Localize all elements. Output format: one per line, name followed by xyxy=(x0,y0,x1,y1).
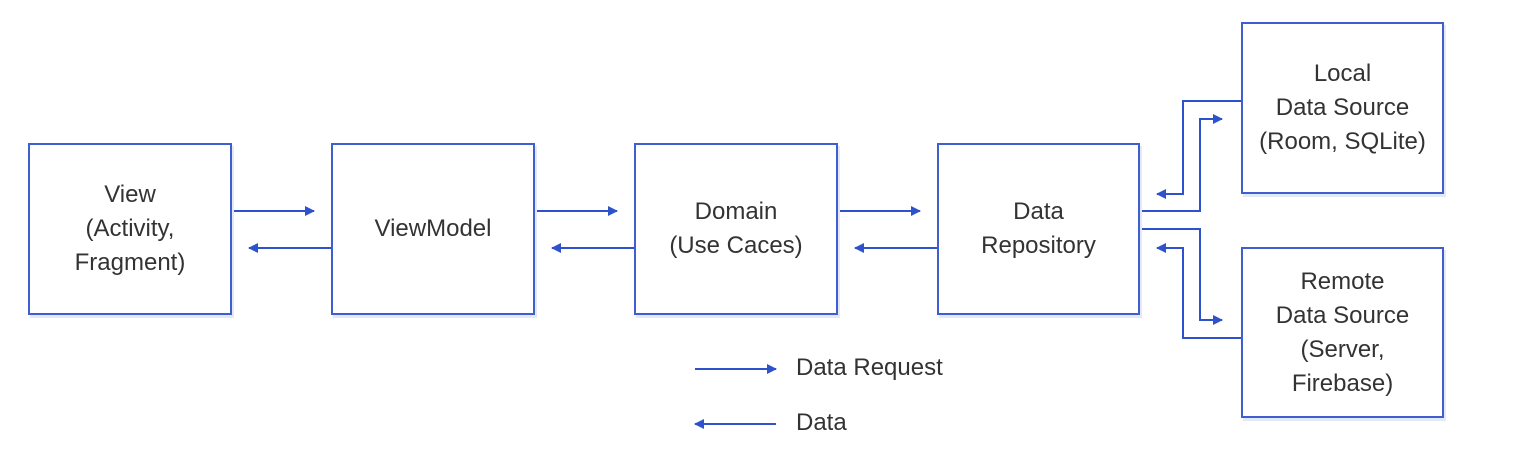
viewmodel-node-label: ViewModel xyxy=(374,215,492,242)
domain-node-label: Domain (Use Caces) xyxy=(669,198,803,259)
request-arrow-repository-to-local xyxy=(1140,114,1223,212)
remote-data-source-label: Remote Data Source (Server, Firebase) xyxy=(1275,267,1410,397)
repository-node-label: Data Repository xyxy=(981,198,1096,259)
local-data-source-label: Local Data Source (Room, SQLite) xyxy=(1259,60,1426,155)
domain-node: Domain (Use Caces) xyxy=(634,143,838,315)
local-data-source-node: Local Data Source (Room, SQLite) xyxy=(1241,22,1444,194)
data-arrow-local-to-repository xyxy=(1156,100,1241,199)
legend-data-label: Data xyxy=(796,409,847,436)
view-node-label: View (Activity, Fragment) xyxy=(74,181,186,276)
viewmodel-node: ViewModel xyxy=(331,143,535,315)
data-arrow-remote-to-repository xyxy=(1156,243,1241,339)
repository-node: Data Repository xyxy=(937,143,1140,315)
request-arrow-repository-to-remote xyxy=(1140,228,1223,325)
view-node: View (Activity, Fragment) xyxy=(28,143,232,315)
remote-data-source-node: Remote Data Source (Server, Firebase) xyxy=(1241,247,1444,418)
legend-request-label: Data Request xyxy=(796,354,943,381)
